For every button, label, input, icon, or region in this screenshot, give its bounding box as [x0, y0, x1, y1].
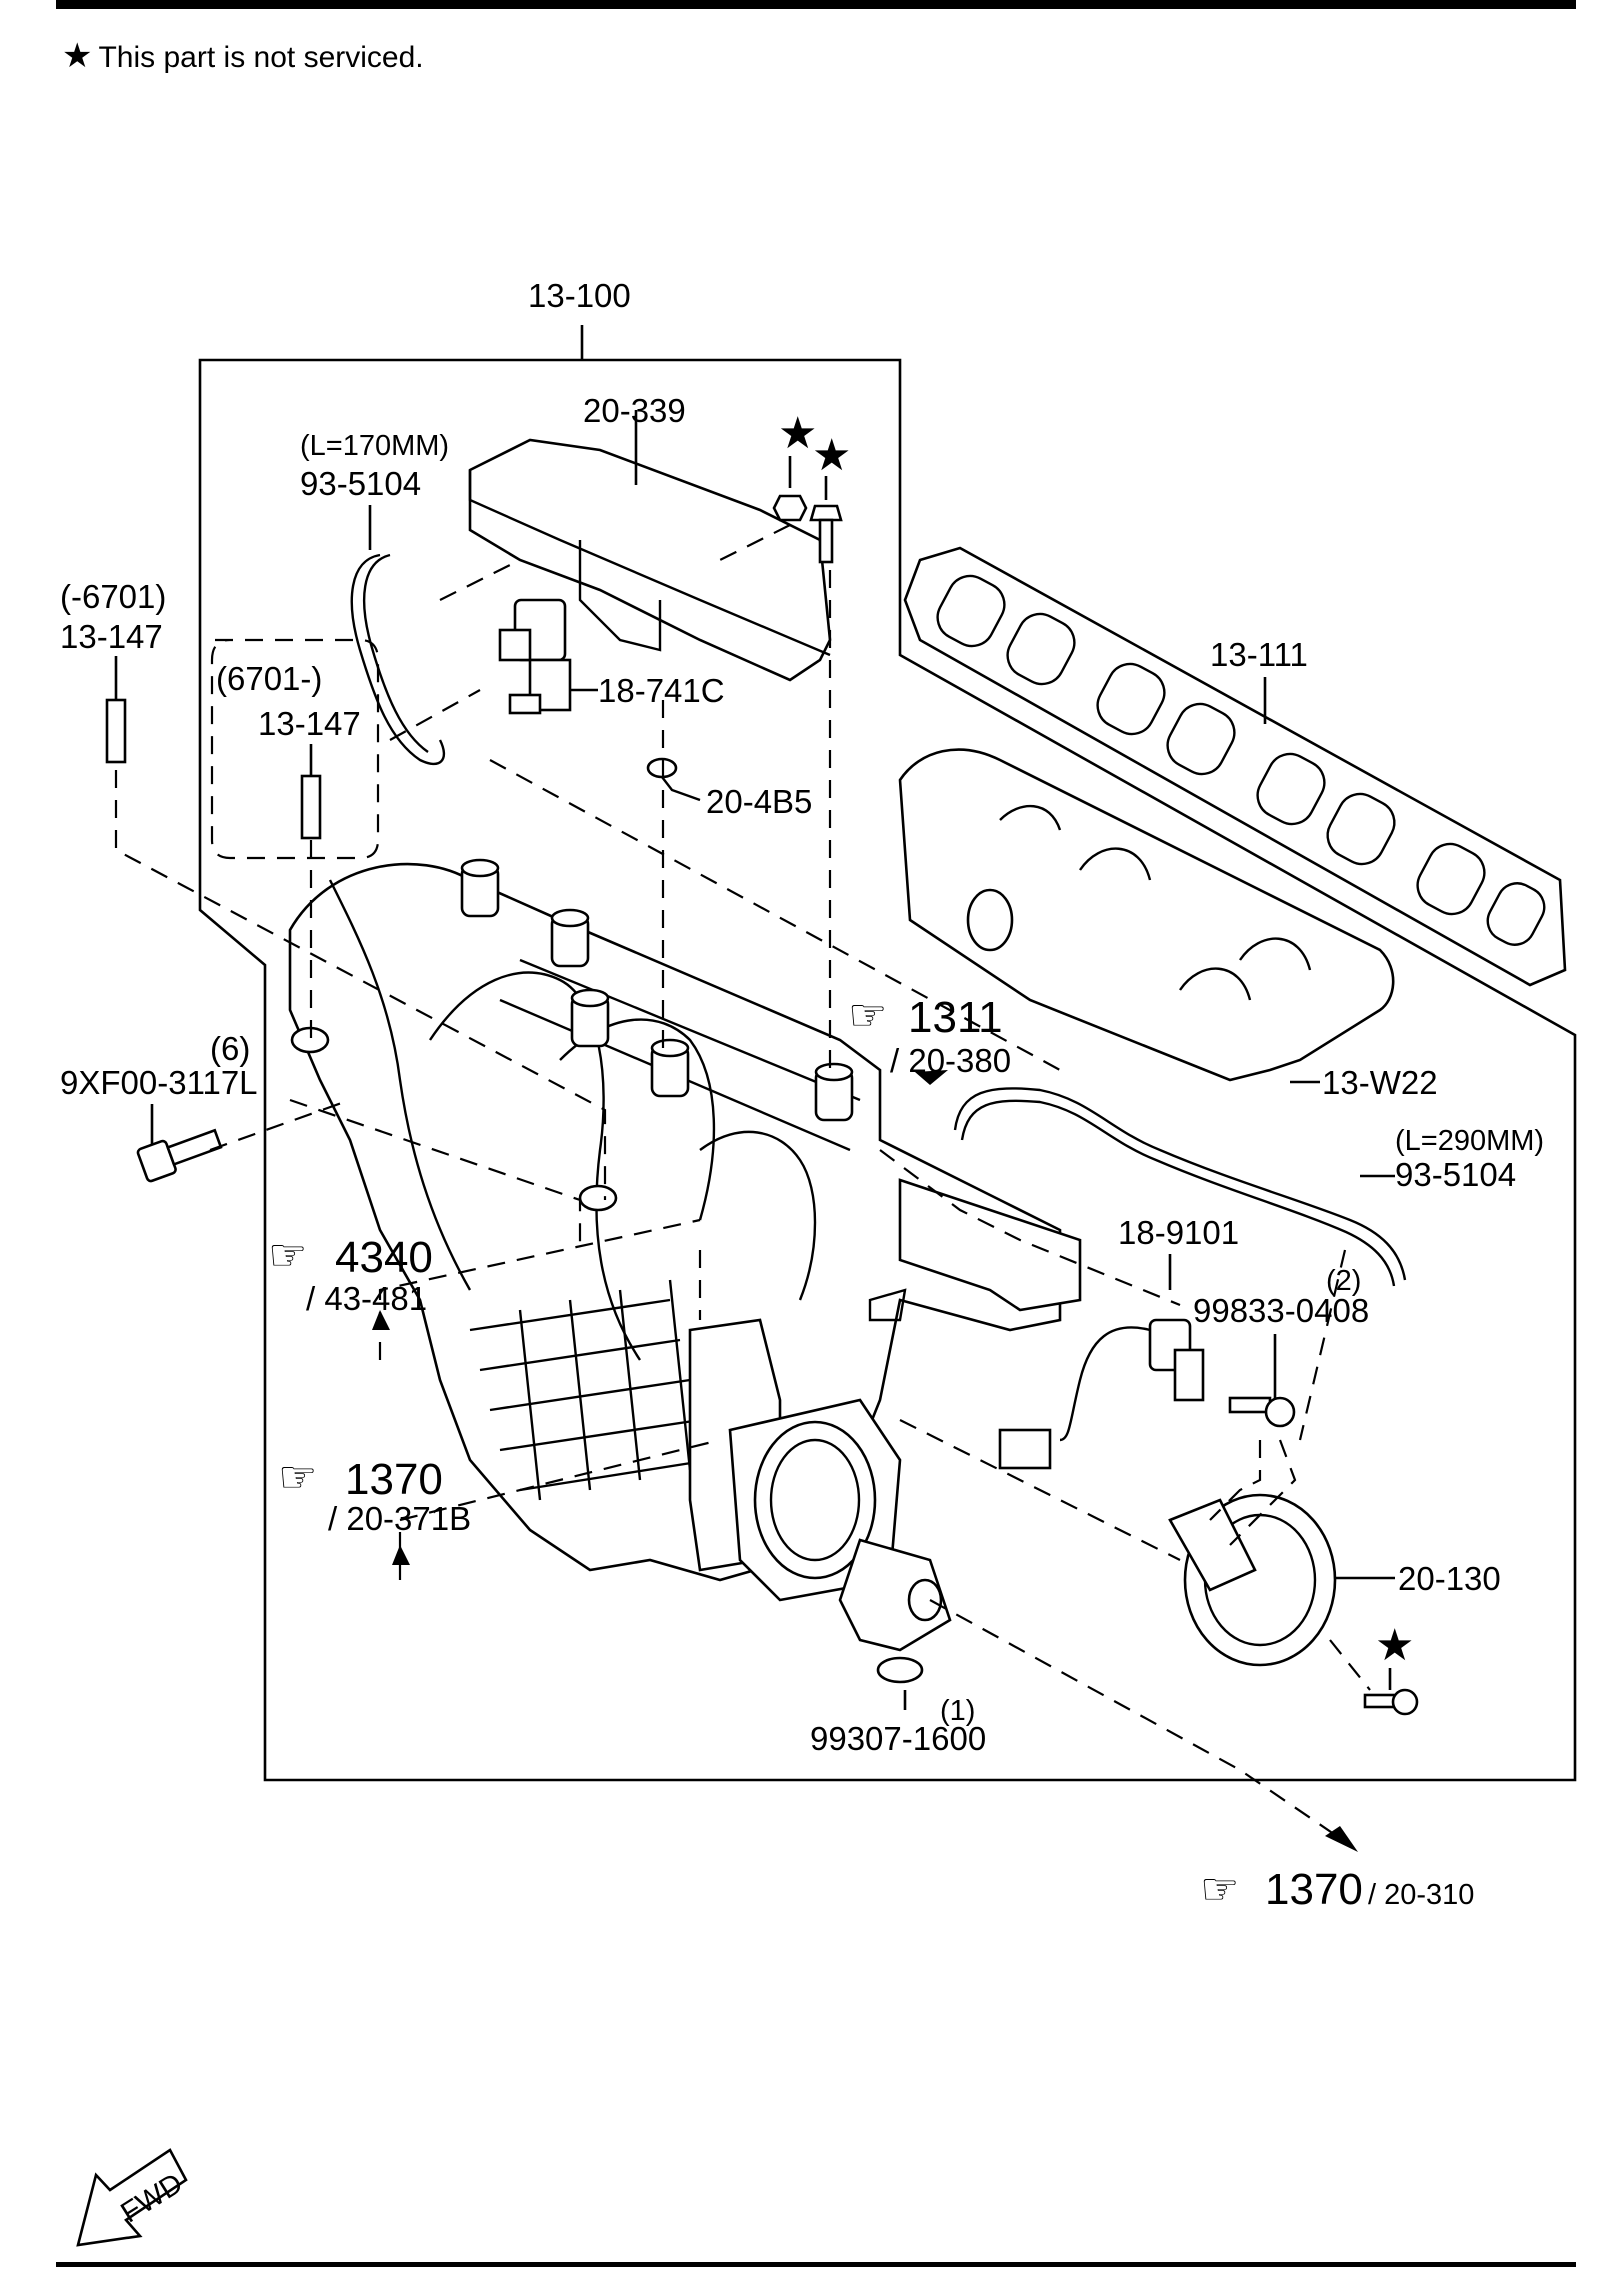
assembly-frame	[198, 358, 1577, 1782]
hose-290	[953, 1087, 1407, 1281]
label-hose-length-1: (L=170MM)	[300, 430, 449, 462]
label-hose-length-2: (L=290MM)	[1395, 1125, 1544, 1157]
arrow-1370b	[1325, 1826, 1358, 1852]
solenoid-valve	[498, 598, 598, 715]
label-insulator: 13-W22	[1322, 1064, 1438, 1101]
label-hose-2: 93-5104	[1395, 1156, 1516, 1193]
guide-lines	[114, 524, 1371, 1846]
arrow-4340	[372, 1310, 390, 1330]
ref-1311-sub: / 20-380	[890, 1042, 1011, 1079]
label-gasket: 13-111	[1210, 636, 1308, 673]
actuator-part	[1168, 1493, 1395, 1667]
bottom-rule	[56, 2262, 1576, 2267]
label-stud-range-new: (6701-)	[216, 660, 322, 697]
ref-4340-sub: / 43-481	[306, 1280, 427, 1317]
ref-4340[interactable]: ☞ 4340 / 43-481	[268, 1231, 433, 1317]
label-oring-qty: (1)	[940, 1695, 975, 1727]
ref-1370a-num: 1370	[345, 1455, 443, 1504]
bolt-part	[136, 1128, 223, 1183]
label-stud-new: 13-147	[258, 705, 361, 742]
gasket-part	[903, 546, 1567, 987]
ref-1370a-sub: / 20-371B	[328, 1500, 471, 1537]
label-bolt: 9XF00-3117L	[60, 1064, 258, 1101]
ref-1311[interactable]: ☞ 1311 / 20-380	[848, 991, 1011, 1079]
note-text: This part is not serviced.	[98, 41, 424, 74]
label-plug: 20-4B5	[706, 783, 812, 820]
label-sensor: 18-9101	[1118, 1214, 1239, 1251]
fwd-arrow-icon: FWD	[76, 2148, 188, 2247]
ref-4340-num: 4340	[335, 1233, 433, 1282]
ref-1370b[interactable]: ☞ 1370 / 20-310	[1200, 1865, 1474, 1914]
stud-new-callout-box	[210, 638, 380, 860]
actuator-screw	[1363, 1688, 1419, 1716]
oring-part	[876, 1656, 924, 1684]
label-oring: 99307-1600	[810, 1720, 986, 1757]
stud-new	[300, 774, 322, 840]
label-screw: 99833-0408	[1193, 1292, 1369, 1329]
hand-pointer-icon: ☞	[278, 1453, 317, 1502]
bolt-head	[809, 504, 843, 522]
not-serviced-note: ★This part is not serviced.	[62, 36, 424, 76]
label-assembly: 13-100	[528, 277, 631, 314]
intake-manifold	[288, 858, 1082, 1652]
ref-1311-num: 1311	[908, 993, 1003, 1042]
star-icon-bolt: ★	[812, 431, 851, 480]
label-solenoid: 18-741C	[598, 672, 725, 709]
arrow-1311	[915, 1070, 948, 1085]
stud-old	[105, 698, 127, 764]
screw-part	[1228, 1396, 1296, 1428]
cover-part	[468, 410, 832, 682]
hand-pointer-icon: ☞	[1200, 1865, 1239, 1914]
label-actuator: 20-130	[1398, 1560, 1501, 1597]
bolt-shank	[818, 518, 834, 564]
label-stud-range-old: (-6701)	[60, 578, 166, 615]
top-rule	[56, 0, 1576, 9]
ref-1370b-sub: / 20-310	[1368, 1879, 1474, 1911]
label-bolt-qty: (6)	[210, 1030, 250, 1067]
star-icon-screw: ★	[1375, 1621, 1414, 1670]
hose-170	[350, 553, 446, 766]
star-icon-nut: ★	[778, 409, 817, 458]
hand-pointer-icon: ☞	[268, 1231, 307, 1280]
insulator-part	[898, 748, 1395, 1082]
label-hose-1: 93-5104	[300, 465, 421, 502]
star-icon: ★	[62, 37, 93, 75]
nut	[772, 494, 808, 522]
ref-1370b-num: 1370	[1265, 1865, 1363, 1914]
arrow-1370a	[392, 1545, 410, 1565]
label-stud-old: 13-147	[60, 618, 163, 655]
hand-pointer-icon: ☞	[848, 991, 887, 1040]
ref-1370a[interactable]: ☞ 1370 / 20-371B	[278, 1453, 471, 1537]
label-cover: 20-339	[583, 392, 686, 429]
label-screw-qty: (2)	[1326, 1265, 1361, 1297]
sensor-part	[998, 1318, 1205, 1470]
